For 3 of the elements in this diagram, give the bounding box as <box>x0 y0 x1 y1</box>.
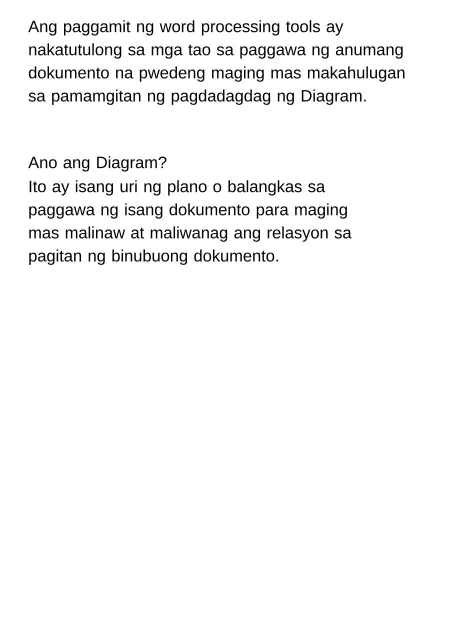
intro-paragraph: Ang paggamit ng word processing tools ay nakatutulong sa mga tao sa paggawa ng anumang dokumento na pwedeng maging mas makahulugan sa pamamgitan ng pagdadagdag ng Diagram. <box>28 20 404 105</box>
question-heading: Ano ang Diagram? <box>28 156 166 172</box>
definition-paragraph: Ito ay isang uri ng plano o balangkas sa paggawa ng isang dokumento para maging mas malinaw at maliwanag ang relasyon sa pagitan ng binubuong dokumento. <box>29 180 352 265</box>
